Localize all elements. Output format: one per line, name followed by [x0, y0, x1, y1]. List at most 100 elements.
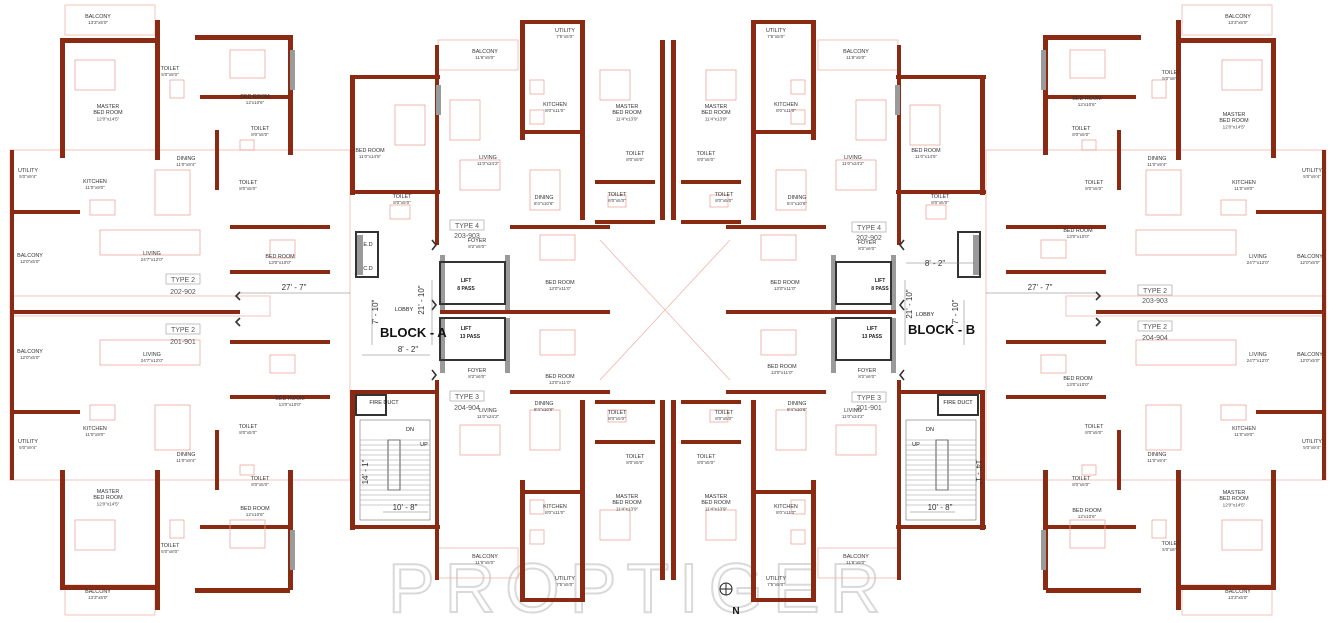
dim-10-b: 10' - 8" [928, 503, 953, 512]
furniture-symbol [1221, 519, 1263, 551]
room-label-utility-tr-name: UTILITY [1302, 168, 1322, 174]
lift-b-8-capacity: 8 PASS [871, 286, 889, 292]
room-label-bed2-l-name: BED ROOM [265, 254, 295, 260]
room-label-toilet2-bl-name: TOILET [251, 476, 270, 482]
type-label-right-bottom: TYPE 2 [1143, 324, 1167, 331]
room-label-dining-a2-size: 8'4"x10'6" [534, 407, 554, 412]
room-label-balcony-r-size: 12'0"x5'0" [1300, 260, 1320, 265]
room-label-master-a2-name: MASTER [616, 494, 639, 500]
room-label-utility-tl-size: 5'0"x9'4" [19, 174, 37, 179]
dim-10-a: 10' - 8" [393, 503, 418, 512]
room-label-bedroom-a-c2-name: BED ROOM [545, 374, 575, 380]
room-label-bedroom-a-c1-name: BED ROOM [545, 280, 575, 286]
room-label-dining-tl-name: DINING [177, 156, 196, 162]
lift-a-13-capacity: 13 PASS [460, 334, 481, 340]
furniture-symbol [389, 204, 411, 220]
room-label-toilet-tr-name: TOILET [1162, 70, 1181, 76]
room-label-living-b2-size: 11'0"x24'2" [842, 414, 865, 419]
room-label-utility-a2-name: UTILITY [555, 576, 575, 582]
structural-walls [10, 20, 1326, 610]
furniture-symbol [154, 404, 191, 451]
room-label-dining-b1-size: 8'4"x10'6" [787, 201, 807, 206]
room-label-toilet2-bl-size: 8'0"x5'0" [251, 482, 269, 487]
room-label-toilet2-a1-name: TOILET [626, 151, 645, 157]
room-label-master-a1-name: BED ROOM [612, 110, 642, 116]
room-label-toilet3-br-size: 5'0"x8'0" [1162, 547, 1180, 552]
type-label-a-bottom: TYPE 3 [455, 394, 479, 401]
room-label-utility-a1-name: UTILITY [555, 28, 575, 34]
furniture-symbol [154, 169, 191, 216]
room-label-toilet-bl-size: 8'0"x5'0" [239, 430, 257, 435]
room-label-living-l2-size: 24'7"x12'0" [141, 358, 164, 363]
dim-21-b: 21' - 10" [905, 289, 914, 318]
stair-up-a: UP [420, 442, 428, 448]
furniture-symbol [835, 424, 877, 456]
room-label-balcony-tr-name: BALCONY [1225, 14, 1251, 20]
room-label-dining-br-size: 11'0"x9'4" [1147, 458, 1167, 463]
furniture-symbol [709, 409, 729, 423]
furniture-symbol [775, 169, 807, 211]
furniture-symbol [169, 519, 185, 539]
room-label-toilet2-a2-name: TOILET [626, 454, 645, 460]
room-label-living-r2-name: LIVING [1249, 352, 1267, 358]
north-arrow: N [719, 582, 740, 617]
room-label-bed2-l-size: 13'0"x10'0" [269, 260, 292, 265]
room-label-bed-tl-size: 12'x10'6" [246, 100, 265, 105]
furniture-symbol [775, 409, 807, 451]
room-label-foyer-b2-size: 8'2"x6'0" [858, 374, 876, 379]
room-label-toilet-br-name: TOILET [1085, 424, 1104, 430]
room-label-bedroom-b-c2-size: 13'0"x11'0" [771, 370, 794, 375]
lift-shafts [355, 231, 981, 416]
dim-21-a: 21' - 10" [417, 285, 426, 314]
furniture-symbol [239, 139, 255, 151]
stair-dn-a: DN [406, 427, 414, 433]
room-label-balcony-tl-name: BALCONY [85, 14, 111, 20]
room-label-dining-br-name: DINING [1148, 452, 1167, 458]
furniture-symbol [790, 499, 806, 515]
room-label-balcony-a2-name: BALCONY [472, 554, 498, 560]
room-label-living-r-size: 24'7"x12'0" [1247, 260, 1270, 265]
furniture-symbol [529, 529, 545, 545]
room-label-balcony-l2-name: BALCONY [17, 349, 43, 355]
room-label-master-b2-size: 11'4"x13'9" [705, 506, 728, 511]
room-label-kitchen-a1-size: 8'0"x11'0" [545, 108, 565, 113]
furniture-symbol [89, 404, 116, 421]
room-label-dining-tl-size: 11'0"x9'4" [176, 162, 196, 167]
unit-number-right-top: 203-903 [1142, 298, 1168, 305]
room-label-utility-a2-size: 7'5"x5'0" [556, 582, 574, 587]
dim-7-a: 7' - 10" [371, 299, 380, 324]
room-label-dining-b2-name: DINING [788, 401, 807, 407]
room-label-balcony-a2-size: 11'6"x5'0" [475, 560, 495, 565]
furniture-symbol [74, 519, 116, 551]
room-label-living-r2-size: 24'7"x12'0" [1247, 358, 1270, 363]
furniture-symbol [1145, 169, 1182, 216]
furniture-symbol [1135, 339, 1237, 366]
room-label-master-b2-name: BED ROOM [701, 500, 731, 506]
furniture-symbol [1069, 519, 1106, 549]
unit-number-a-bottom: 204-904 [454, 405, 480, 412]
furniture-symbol [394, 104, 426, 146]
watermark-text: PROPTIGER [388, 549, 890, 623]
room-label-kitchen-b1-size: 8'0"x11'0" [776, 108, 796, 113]
furniture-symbol [1069, 49, 1106, 79]
furniture-symbol [705, 69, 737, 101]
fire-duct-label-b: FIRE DUCT [943, 400, 973, 406]
furniture-symbol [705, 509, 737, 541]
dim-14-b: 14' - 1" [974, 460, 983, 485]
room-label-bed-bl-size: 12'x10'6" [246, 512, 265, 517]
room-label-toilet-tl-name: TOILET [161, 66, 180, 72]
room-label-toilet3-tr-name: TOILET [1085, 180, 1104, 186]
room-label-balcony-a1-name: BALCONY [472, 49, 498, 55]
north-label: N [732, 606, 739, 617]
room-label-utility-br-name: UTILITY [1302, 439, 1322, 445]
lift-a-8-label: LIFT [461, 278, 472, 284]
room-label-toilet2-br-name: TOILET [1072, 476, 1091, 482]
room-label-living-l-name: LIVING [143, 251, 161, 257]
room-label-balcony-l-size: 12'0"x5'0" [20, 259, 40, 264]
room-label-foyer-a2-name: FOYER [468, 368, 487, 374]
room-label-living-a1-size: 11'0"x24'2" [477, 161, 500, 166]
furniture-symbol [74, 59, 116, 91]
room-label-master-b1-name: MASTER [705, 104, 728, 110]
room-label-toilet3-b1-size: 8'0"x5'0" [715, 198, 733, 203]
